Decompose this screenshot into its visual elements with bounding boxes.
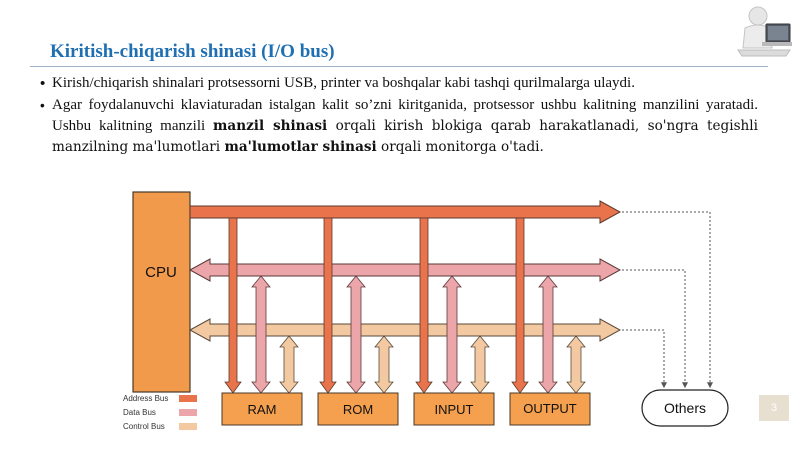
output-block [509, 392, 591, 426]
address-drop-input [415, 217, 433, 394]
bullet-2-text-a: Agar foydalanuvchi klaviaturadan istalga… [52, 97, 758, 134]
title-divider [30, 66, 768, 67]
input-label: INPUT [435, 402, 474, 417]
control-to-others-line [622, 329, 667, 389]
address-drop-rom [319, 217, 337, 394]
legend-data-swatch [179, 409, 197, 416]
address-drop-output [511, 217, 529, 394]
bullet-2-text-b: orqali kirish blokiga qarab harakatlanad… [52, 118, 758, 155]
input-block [413, 392, 495, 426]
bullet-list: Kirish/chiqarish shinalari protsessorni … [40, 73, 758, 158]
control-drop-output [566, 335, 586, 394]
cpu-block [132, 191, 191, 393]
ram-label: RAM [248, 402, 277, 417]
bullet-2-bold-b: ma'lumotlar shinasi [224, 139, 377, 155]
address-bus-arrow [189, 200, 622, 224]
bullet-1: Kirish/chiqarish shinalari protsessorni … [40, 73, 758, 94]
address-drop-ram [224, 217, 242, 394]
control-bus-arrow [188, 318, 622, 342]
others-block [641, 389, 729, 427]
legend-control-label: Control Bus [123, 422, 165, 431]
control-drop-ram [279, 335, 299, 394]
ram-block [221, 392, 303, 426]
control-drop-rom [374, 335, 394, 394]
page-number: 3 [759, 395, 789, 421]
rom-label: ROM [343, 402, 373, 417]
person-at-computer-icon [737, 6, 792, 57]
data-bus-arrow [188, 258, 622, 282]
legend-control-swatch [179, 423, 197, 430]
data-to-others-line [622, 269, 688, 389]
bullet-2: Agar foydalanuvchi klaviaturadan istalga… [40, 95, 758, 158]
legend-address-label: Address Bus [123, 394, 168, 403]
control-drop-input [470, 335, 490, 394]
rom-block [317, 392, 399, 426]
cpu-label: CPU [145, 264, 177, 281]
bullet-2-text-c: orqali monitorga o'tadi. [376, 139, 544, 155]
others-label: Others [664, 400, 706, 416]
slide-title: Kiritish-chiqarish shinasi (I/O bus) [50, 41, 335, 62]
legend-address-swatch [179, 395, 197, 402]
output-label: OUTPUT [523, 401, 577, 416]
bullet-2-bold-a: manzil shinasi [213, 118, 328, 134]
address-to-others-line [622, 211, 713, 389]
legend-data-label: Data Bus [123, 408, 156, 417]
